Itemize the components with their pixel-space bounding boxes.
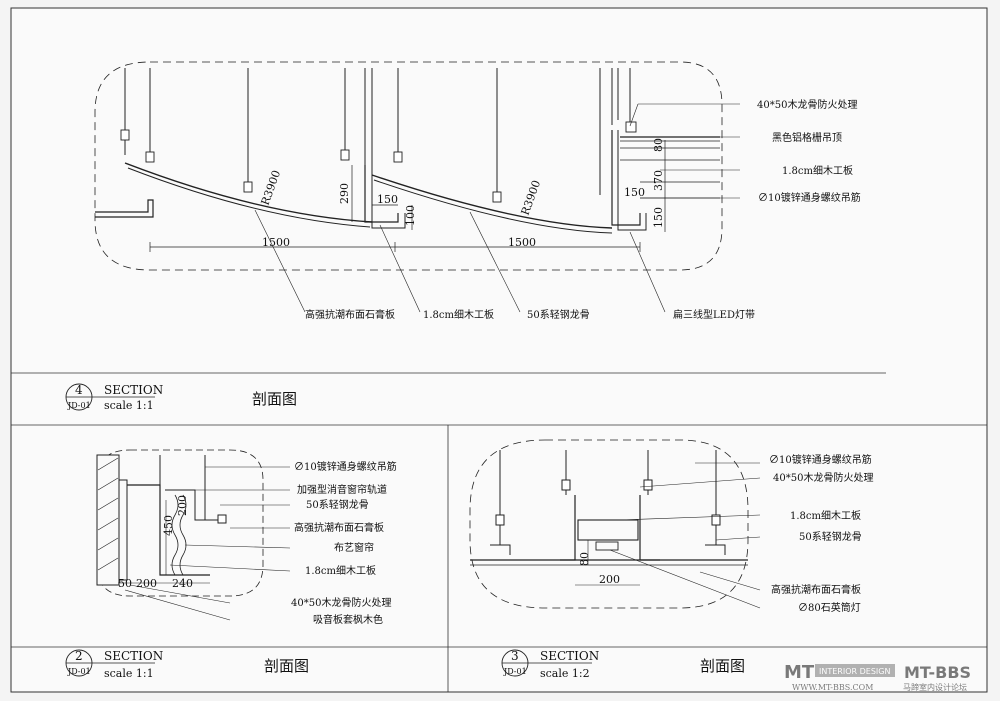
dim-80: 80 (652, 138, 665, 152)
title-block-3: 3 JD-01 SECTION scale 1:2 剖面图 (501, 649, 745, 680)
label-plywood: 1.8cm细木工板 (782, 164, 853, 177)
label-acoustic-panel: 吸音板套枫木色 (313, 613, 383, 626)
dim-100: 100 (404, 205, 417, 226)
dim-200-v: 200 (176, 495, 189, 516)
watermark-brand2: MT-BBS (904, 663, 971, 682)
section-scale-4: scale 1:1 (104, 399, 154, 412)
watermark-url: WWW.MT-BBS.COM (792, 683, 873, 692)
dim-450: 450 (162, 515, 175, 536)
section-caption-2: 剖面图 (264, 657, 309, 675)
dim-150-right: 150 (624, 186, 645, 199)
section-4-detail (94, 61, 740, 313)
watermark-brand: MT (784, 662, 815, 683)
section-number-2: 2 (75, 649, 83, 663)
label-wood-keel-3: 40*50木龙骨防火处理 (773, 471, 873, 484)
dim-1500-right: 1500 (508, 236, 536, 249)
dim-80-s3: 80 (578, 552, 591, 566)
section-4-boundary (94, 61, 723, 271)
label-rod: ∅10镀锌通身螺纹吊筋 (758, 191, 861, 204)
curved-ceiling-board-2 (371, 174, 613, 229)
section-caption-3: 剖面图 (700, 657, 745, 675)
curved-ceiling-board-1 (124, 162, 373, 223)
section-2-detail (96, 449, 291, 621)
wall-hatch (97, 457, 119, 571)
label-led-strip: 扁三线型LED灯带 (673, 308, 755, 321)
label-wood-keel: 40*50木龙骨防火处理 (757, 98, 857, 111)
section-3-detail (469, 439, 761, 609)
title-block-2: 2 JD-01 SECTION scale 1:1 剖面图 (65, 649, 309, 680)
section-number-3: 3 (511, 649, 519, 663)
section-caption-4: 剖面图 (252, 390, 297, 408)
watermark-cn: 马蹄室内设计论坛 (903, 682, 967, 692)
hanger-rods (124, 68, 631, 200)
label-aluminium-grid: 黑色铝格栅吊顶 (772, 131, 842, 144)
label-plywood-2: 1.8cm细木工板 (305, 564, 376, 577)
label-plywood-3: 1.8cm细木工板 (790, 509, 861, 522)
label-steel-keel: 50系轻钢龙骨 (527, 308, 590, 321)
label-gypsum-2: 高强抗潮布面石膏板 (294, 521, 384, 534)
label-steel-keel-3: 50系轻钢龙骨 (799, 530, 862, 543)
label-rod-3: ∅10镀锌通身螺纹吊筋 (769, 453, 872, 466)
watermark: MT INTERIOR DESIGN MT-BBS WWW.MT-BBS.COM… (784, 662, 971, 692)
label-curtain-track: 加强型消音窗帘轨道 (297, 483, 387, 496)
section-3-dimension-text: 80 200 (578, 552, 620, 586)
section-title-2: SECTION (104, 649, 163, 663)
section-2-dimension-text: 450 200 50 200 240 (118, 495, 193, 590)
label-downlight: ∅80石英筒灯 (798, 601, 861, 614)
section-title-3: SECTION (540, 649, 599, 663)
title-block-4: 4 JD-01 SECTION scale 1:1 剖面图 (65, 383, 297, 412)
dim-370: 370 (652, 170, 665, 191)
curtain (171, 494, 179, 576)
label-gypsum-3: 高强抗潮布面石膏板 (771, 583, 861, 596)
dim-240: 240 (172, 577, 193, 590)
sheet-frame (10, 7, 988, 693)
label-rod-2: ∅10镀锌通身螺纹吊筋 (294, 460, 397, 473)
section-number-4: 4 (75, 383, 83, 397)
label-curtain: 布艺窗帘 (334, 541, 374, 554)
dim-150-low: 150 (652, 207, 665, 228)
section-scale-2: scale 1:1 (104, 667, 154, 680)
dim-50: 50 (118, 577, 132, 590)
section-2-labels: ∅10镀锌通身螺纹吊筋 加强型消音窗帘轨道 50系轻钢龙骨 高强抗潮布面石膏板 … (291, 460, 397, 626)
sheet-ref-3: JD-01 (503, 667, 527, 676)
dim-200-s3: 200 (599, 573, 620, 586)
dim-290: 290 (338, 183, 351, 204)
section-scale-3: scale 1:2 (540, 667, 590, 680)
label-plywood-bottom: 1.8cm细木工板 (423, 308, 494, 321)
sheet-ref-2: JD-01 (67, 667, 91, 676)
section-4-leaders (254, 103, 740, 313)
section-2-boundary (96, 449, 264, 597)
sheet-ref-4: JD-01 (67, 401, 91, 410)
watermark-tag: INTERIOR DESIGN (819, 667, 890, 676)
section-3-labels: ∅10镀锌通身螺纹吊筋 40*50木龙骨防火处理 1.8cm细木工板 50系轻钢… (769, 453, 873, 614)
label-gypsum: 高强抗潮布面石膏板 (305, 308, 395, 321)
section-title-4: SECTION (104, 383, 163, 397)
section-4-labels: 40*50木龙骨防火处理 黑色铝格栅吊顶 1.8cm细木工板 ∅10镀锌通身螺纹… (305, 98, 861, 321)
dim-200: 200 (136, 577, 157, 590)
label-wood-keel-2: 40*50木龙骨防火处理 (291, 596, 391, 609)
dim-1500-left: 1500 (262, 236, 290, 249)
hanger-clips (120, 121, 637, 203)
label-steel-keel-2: 50系轻钢龙骨 (306, 498, 369, 511)
dim-150-mid: 150 (377, 193, 398, 206)
